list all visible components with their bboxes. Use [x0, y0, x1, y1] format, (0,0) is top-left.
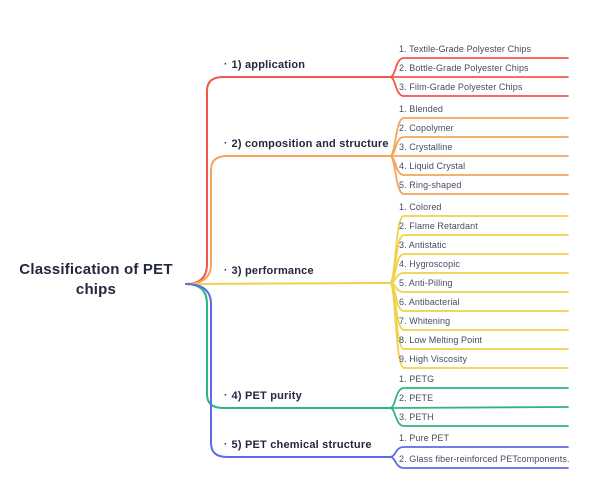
leaf-node[interactable]: 1. Blended	[399, 104, 444, 114]
branch-node-label: 5) PET chemical structure	[231, 439, 372, 451]
bullet-marker: ·	[224, 265, 228, 276]
leaf-node[interactable]: 2. Glass fiber-reinforced PETcomponents.	[399, 454, 570, 464]
leaf-node[interactable]: 3. Film-Grade Polyester Chips	[399, 82, 523, 92]
leaf-node[interactable]: 2. PETE	[399, 393, 434, 403]
leaf-node[interactable]: 6. Antibacterial	[399, 297, 460, 307]
leaf-node[interactable]: 2. Flame Retardant	[399, 221, 478, 231]
bullet-marker: ·	[224, 138, 228, 149]
leaf-node[interactable]: 2. Copolymer	[399, 123, 454, 133]
leaf-connector-4-3	[389, 407, 569, 427]
leaf-node[interactable]: 4. Hygroscopic	[399, 259, 460, 269]
leaf-connector-4-2	[389, 406, 569, 409]
leaf-node[interactable]: 1. Colored	[399, 202, 442, 212]
bullet-marker: ·	[224, 390, 228, 401]
leaf-connector-3-9	[389, 282, 569, 369]
leaf-connector-2-5	[389, 155, 569, 195]
leaf-node[interactable]: 8. Low Melting Point	[399, 335, 483, 345]
leaf-node[interactable]: 4. Liquid Crystal	[399, 161, 466, 171]
leaf-node[interactable]: 3. Antistatic	[399, 240, 447, 250]
branch-node-label: 3) performance	[231, 265, 314, 277]
leaf-node[interactable]: 7. Whitening	[399, 316, 451, 326]
branch-connector-5	[185, 283, 391, 458]
leaf-node[interactable]: 9. High Viscosity	[399, 354, 468, 364]
bullet-marker: ·	[224, 59, 228, 70]
leaf-node[interactable]: 1. PETG	[399, 374, 435, 384]
bullet-marker: ·	[224, 439, 228, 450]
leaf-node[interactable]: 1. Textile-Grade Polyester Chips	[399, 44, 532, 54]
root-node-label[interactable]: Classification of PET chips	[19, 261, 173, 298]
leaf-node[interactable]: 5. Ring-shaped	[399, 180, 462, 190]
branch-node-label: 1) application	[231, 59, 306, 71]
branch-node-label: 4) PET purity	[231, 390, 302, 402]
branch-node-1[interactable]: ·1) application	[224, 58, 305, 72]
branch-connector-1	[185, 76, 391, 285]
leaf-node[interactable]: 2. Bottle-Grade Polyester Chips	[399, 63, 529, 73]
branch-node-3[interactable]: ·3) performance	[224, 264, 314, 278]
leaf-connector-1-3	[389, 76, 569, 97]
branch-connector-2	[185, 155, 391, 285]
leaf-node[interactable]: 3. PETH	[399, 412, 434, 422]
branch-node-4[interactable]: ·4) PET purity	[224, 389, 302, 403]
leaf-node[interactable]: 1. Pure PET	[399, 433, 450, 443]
leaf-node[interactable]: 5. Anti-Pilling	[399, 278, 453, 288]
leaf-connector-5-2	[389, 456, 569, 469]
branch-node-5[interactable]: ·5) PET chemical structure	[224, 438, 372, 452]
branch-connector-3	[185, 282, 391, 285]
leaf-node[interactable]: 3. Crystalline	[399, 142, 453, 152]
branch-node-2[interactable]: ·2) composition and structure	[224, 137, 389, 151]
branch-node-label: 2) composition and structure	[231, 138, 389, 150]
